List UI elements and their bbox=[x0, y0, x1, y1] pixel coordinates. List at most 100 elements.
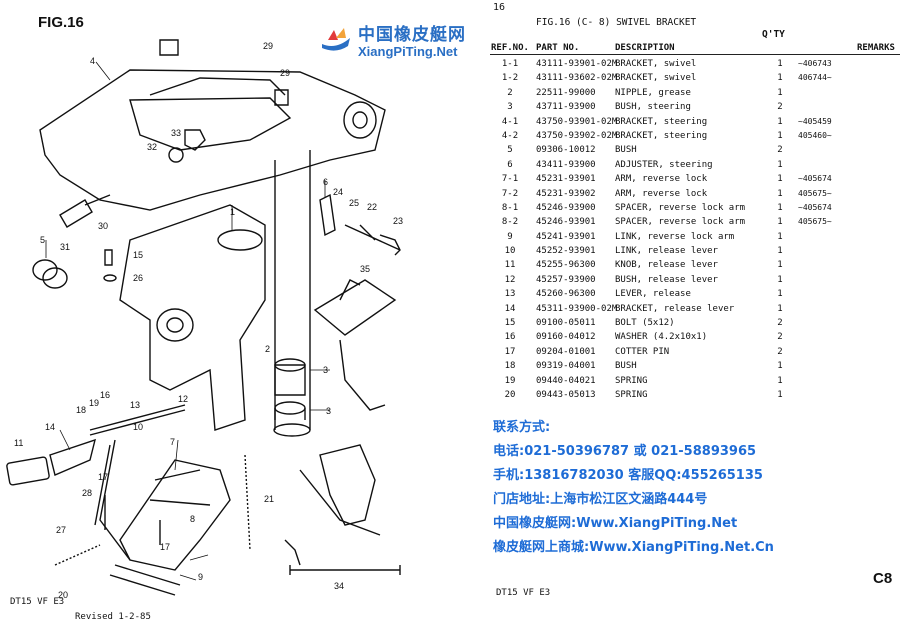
ref-cell: 18 bbox=[504, 361, 516, 372]
part-number-cell: 09160-04012 bbox=[536, 332, 596, 343]
qty-cell: 1 bbox=[777, 73, 783, 84]
spring-21-shape bbox=[244, 454, 251, 551]
ref-cell: 2 bbox=[507, 87, 513, 98]
contact-shop-link[interactable]: 橡皮艇网上商城:Www.XiangPiTing.Net.Cn bbox=[493, 540, 774, 555]
description-cell: KNOB, release lever bbox=[615, 260, 718, 271]
callout-29-right: 29 bbox=[280, 68, 290, 78]
callout-27: 27 bbox=[56, 525, 66, 535]
remarks-cell: ~405459 bbox=[798, 116, 832, 126]
qty-cell: 1 bbox=[777, 116, 783, 127]
description-cell: SPACER, reverse lock arm bbox=[615, 217, 746, 228]
adjuster-bolt-shape bbox=[344, 224, 401, 256]
qty-cell: 1 bbox=[777, 59, 783, 69]
callout-8: 8 bbox=[190, 514, 195, 524]
callout-29-top: 29 bbox=[263, 41, 273, 51]
link-shape bbox=[94, 439, 131, 561]
remarks-cell: 405675~ bbox=[798, 188, 832, 198]
description-cell: BUSH, release lever bbox=[615, 274, 718, 285]
callout-3-upper: 3 bbox=[323, 365, 328, 375]
knob-shape bbox=[6, 456, 50, 486]
callout-14: 14 bbox=[45, 422, 55, 432]
remarks-cell: ~406743 bbox=[798, 59, 832, 68]
ref-cell: 3 bbox=[507, 102, 513, 113]
callout-13: 13 bbox=[130, 400, 140, 410]
callout-2: 2 bbox=[265, 344, 270, 354]
qty-cell: 1 bbox=[777, 260, 783, 271]
callout-4: 4 bbox=[90, 56, 95, 66]
reverse-lock-arm-shape bbox=[119, 459, 231, 571]
part-number-cell: 09306-10012 bbox=[536, 145, 596, 156]
callout-10: 10 bbox=[133, 422, 143, 432]
callout-5: 5 bbox=[40, 235, 45, 245]
site-logo: 中国橡皮艇网 XiangPiTing.Net bbox=[318, 18, 488, 66]
contact-phone: 电话:021-50396787 或 021-58893965 bbox=[493, 444, 757, 459]
swivel-bracket-shape bbox=[119, 204, 266, 431]
callout-17-left: 17 bbox=[98, 472, 108, 482]
part-number-cell: 45246-93900 bbox=[536, 202, 596, 213]
contact-site-link[interactable]: 中国橡皮艇网:Www.XiangPiTing.Net bbox=[493, 516, 738, 531]
ref-cell: 15 bbox=[504, 318, 516, 329]
description-cell: ARM, reverse lock bbox=[615, 174, 708, 185]
part-number-cell: 43750-93901-02M bbox=[536, 116, 618, 127]
qty-cell: 1 bbox=[777, 274, 783, 285]
part-number-cell: 43750-93902-02M bbox=[536, 130, 618, 141]
part-number-cell: 43111-93901-02M bbox=[536, 59, 618, 69]
callout-26: 26 bbox=[133, 273, 143, 283]
callout-23: 23 bbox=[393, 216, 403, 226]
part-number-cell: 45311-93900-02M bbox=[536, 303, 618, 314]
part-number-cell: 43411-93900 bbox=[536, 159, 596, 170]
ref-cell: 20 bbox=[504, 389, 516, 400]
ref-cell: 11 bbox=[504, 260, 516, 271]
remarks-cell: ~405674 bbox=[798, 174, 832, 184]
remarks-cell: 406744~ bbox=[798, 73, 832, 83]
ref-cell: 14 bbox=[504, 303, 516, 314]
ref-cell: 9 bbox=[507, 231, 513, 242]
callout-33: 33 bbox=[171, 128, 181, 138]
contact-address: 门店地址:上海市松江区文涵路444号 bbox=[493, 492, 708, 507]
qty-cell: 1 bbox=[777, 87, 783, 98]
qty-cell: 2 bbox=[777, 346, 783, 357]
part-number-cell: 45231-93901 bbox=[536, 174, 596, 185]
release-lever-shape bbox=[89, 404, 186, 436]
part-number-cell: 22511-99000 bbox=[536, 87, 596, 98]
ref-cell: 8-1 bbox=[501, 202, 519, 213]
qty-cell: 1 bbox=[777, 130, 783, 141]
page-number: 16 bbox=[493, 2, 506, 13]
part-number-cell: 45260-96300 bbox=[536, 289, 596, 300]
steering-bracket-shape bbox=[39, 69, 386, 211]
description-cell: BUSH bbox=[615, 145, 637, 156]
description-cell: SPACER, reverse lock arm bbox=[615, 202, 746, 213]
qty-cell: 2 bbox=[777, 145, 783, 156]
ref-cell: 1-2 bbox=[501, 73, 519, 84]
callout-7: 7 bbox=[170, 437, 175, 447]
qty-cell: 2 bbox=[777, 318, 783, 329]
footer-model-left: DT15 VF E3 bbox=[10, 597, 65, 607]
release-lever-assembly-shape bbox=[313, 279, 397, 336]
ref-cell: 17 bbox=[504, 346, 516, 357]
description-cell: BRACKET, release lever bbox=[615, 303, 735, 314]
bolt-shape bbox=[59, 194, 111, 228]
callout-20: 20 bbox=[58, 590, 68, 600]
part-number-cell: 45252-93901 bbox=[536, 246, 596, 257]
callout-12: 12 bbox=[178, 394, 188, 404]
contact-mobile: 手机:13816782030 客服QQ:455265135 bbox=[493, 468, 763, 483]
callout-34: 34 bbox=[334, 581, 344, 591]
page-title: FIG.16 (C- 8) SWIVEL BRACKET bbox=[536, 17, 697, 28]
ref-cell: 7-1 bbox=[501, 174, 519, 185]
description-cell: LINK, reverse lock arm bbox=[615, 231, 735, 242]
